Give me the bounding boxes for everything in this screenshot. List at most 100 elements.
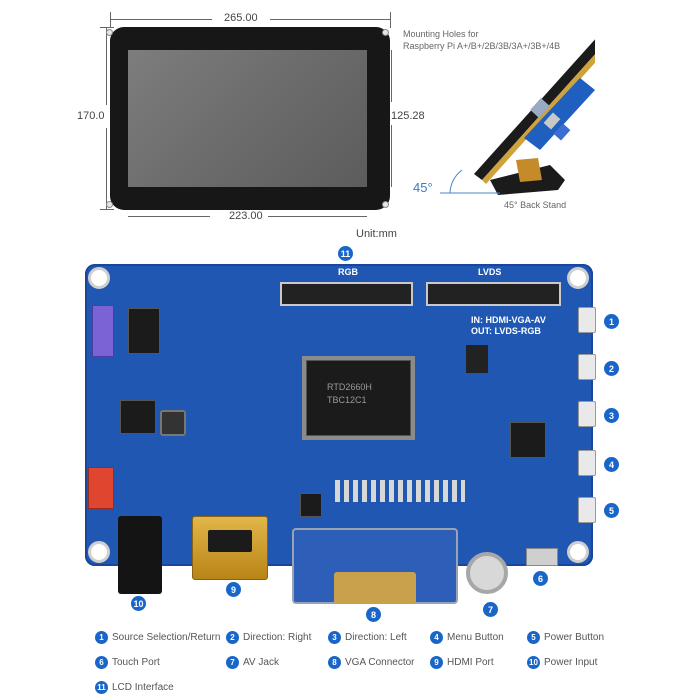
ic-chip [128, 308, 160, 354]
note-mounting-models: Raspberry Pi A+/B+/2B/3B/3A+/3B+/4B [403, 41, 561, 51]
mounting-hole [106, 29, 113, 36]
chip-text-1: RTD2660H [327, 382, 372, 392]
touch-port[interactable] [526, 548, 558, 566]
dim-line [128, 216, 210, 217]
legend-item: 11 LCD Interface [95, 681, 174, 694]
mounting-hole [106, 201, 113, 208]
dim-bottom-width: 223.00 [229, 210, 263, 222]
input-label: IN: HDMI-VGA-AV [471, 315, 546, 325]
callout-8: 8 [366, 607, 381, 622]
side-view-illustration [440, 39, 595, 195]
main-chip [306, 360, 411, 436]
callout-9: 9 [226, 582, 241, 597]
callout-1: 1 [604, 314, 619, 329]
lcd-screen [128, 50, 367, 187]
legend-item: 5 Power Button [527, 631, 604, 644]
ic-chip [510, 422, 546, 458]
unit-label: Unit:mm [356, 228, 397, 240]
callout-2: 2 [604, 361, 619, 376]
legend-badge: 4 [430, 631, 443, 644]
power-header [88, 467, 114, 509]
dim-tick [110, 12, 111, 28]
rgb-connector [280, 282, 413, 306]
pin-row [335, 480, 465, 502]
legend-badge: 5 [527, 631, 540, 644]
dim-height: 170.0 [77, 110, 105, 122]
legend-item: 8 VGA Connector [328, 656, 414, 669]
legend-badge: 2 [226, 631, 239, 644]
dim-line [110, 19, 212, 20]
chip-text-2: TBC12C1 [327, 395, 367, 405]
legend-item: 2 Direction: Right [226, 631, 311, 644]
vga-connector-shell [334, 572, 416, 604]
dim-line [268, 216, 367, 217]
legend-label: Direction: Left [345, 632, 407, 643]
ic-chip [300, 493, 322, 517]
right-button[interactable] [578, 354, 596, 380]
dim-line [106, 128, 107, 209]
left-button[interactable] [578, 401, 596, 427]
legend-label: Touch Port [112, 657, 160, 668]
legend-badge: 8 [328, 656, 341, 669]
legend-label: LCD Interface [112, 682, 174, 693]
pcb-mounting-hole [567, 541, 589, 563]
legend-item: 6 Touch Port [95, 656, 160, 669]
legend-badge: 11 [95, 681, 108, 694]
connector-lvds-label: LVDS [478, 267, 502, 277]
source-button[interactable] [578, 307, 596, 333]
dim-tick [390, 12, 391, 28]
callout-4: 4 [604, 457, 619, 472]
dim-tick [100, 209, 114, 210]
power-input-jack[interactable] [118, 516, 162, 594]
output-label: OUT: LVDS-RGB [471, 326, 541, 336]
legend-label: Power Input [544, 657, 598, 668]
legend-item: 9 HDMI Port [430, 656, 494, 669]
mounting-hole [382, 29, 389, 36]
legend-label: AV Jack [243, 657, 279, 668]
mounting-hole [382, 201, 389, 208]
legend-item: 1 Source Selection/Return [95, 631, 220, 644]
transistor [466, 345, 488, 373]
legend-label: VGA Connector [345, 657, 415, 668]
regulator [120, 400, 156, 434]
dim-line [391, 50, 392, 102]
legend-badge: 1 [95, 631, 108, 644]
legend-badge: 6 [95, 656, 108, 669]
callout-10: 10 [131, 596, 146, 611]
legend-label: Power Button [544, 632, 605, 643]
dim-line [270, 19, 390, 20]
connector-rgb-label: RGB [338, 267, 358, 277]
legend-label: Source Selection/Return [112, 632, 221, 643]
legend-item: 4 Menu Button [430, 631, 504, 644]
pcb-mounting-hole [88, 541, 110, 563]
legend-label: HDMI Port [447, 657, 494, 668]
note-mounting-holes: Mounting Holes for [403, 29, 479, 39]
dim-top-width: 265.00 [224, 12, 258, 24]
angle-label: 45° [413, 180, 433, 195]
legend-badge: 9 [430, 656, 443, 669]
legend-item: 3 Direction: Left [328, 631, 407, 644]
callout-3: 3 [604, 408, 619, 423]
legend-item: 10 Power Input [527, 656, 597, 669]
callout-11: 11 [338, 246, 353, 261]
callout-7: 7 [483, 602, 498, 617]
dim-line [106, 27, 107, 105]
callout-6: 6 [533, 571, 548, 586]
dim-screen-height: 125.28 [391, 110, 425, 122]
lvds-connector [426, 282, 561, 306]
dim-line [391, 125, 392, 187]
legend-badge: 7 [226, 656, 239, 669]
hdmi-port-opening [208, 530, 252, 552]
inductor [160, 410, 186, 436]
legend-label: Menu Button [447, 632, 504, 643]
note-back-stand: 45° Back Stand [504, 200, 567, 210]
touch-header [92, 305, 114, 357]
power-button[interactable] [578, 497, 596, 523]
pcb-mounting-hole [88, 267, 110, 289]
legend-badge: 10 [527, 656, 540, 669]
av-jack[interactable] [466, 552, 508, 594]
legend-item: 7 AV Jack [226, 656, 279, 669]
legend-label: Direction: Right [243, 632, 312, 643]
callout-5: 5 [604, 503, 619, 518]
menu-button[interactable] [578, 450, 596, 476]
